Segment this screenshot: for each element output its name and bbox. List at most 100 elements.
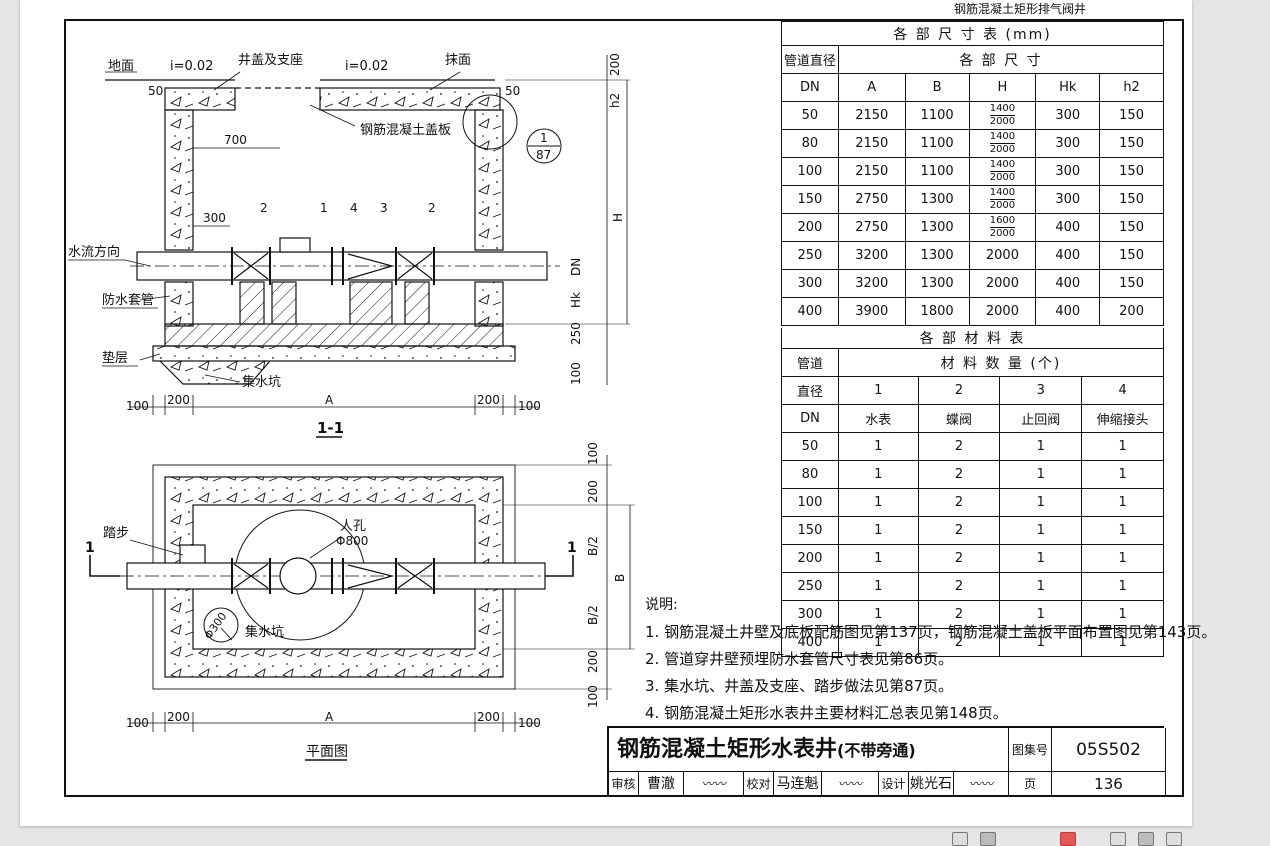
- mat-col-dn-2: 直径: [781, 376, 839, 405]
- dim-50-right: 50: [505, 84, 520, 98]
- dims-cell-b: 1300: [904, 269, 970, 298]
- plan-dim-b2-bot: B/2: [586, 605, 600, 625]
- dims-cell-h2: 150: [1099, 157, 1164, 186]
- dims-cell-b: 1300: [904, 241, 970, 270]
- dims-cell-hk: 300: [1035, 185, 1101, 214]
- review-label: 审核: [609, 772, 639, 797]
- dims-cell-a: 2750: [837, 185, 906, 214]
- plan-label: 平面图: [306, 744, 348, 760]
- notes-title: 说明:: [645, 597, 678, 613]
- dims-sizes-header: 各 部 尺 寸: [837, 45, 1165, 74]
- plan-dim-200-l: 200: [167, 710, 190, 724]
- note-item: 2. 管道穿井壁预埋防水套管尺寸表见第86页。: [645, 650, 954, 668]
- mat-item-no-3: 3: [999, 376, 1083, 405]
- toolbar-double-page-icon[interactable]: [1138, 832, 1154, 846]
- part-2-left: 2: [260, 201, 268, 215]
- page-no: 136: [1052, 772, 1166, 797]
- mat-cell-qty: 2: [917, 600, 1001, 629]
- section-texts: 地面 i=0.02 井盖及支座 i=0.02 抹面 50 50 钢筋混凝土盖板 …: [68, 53, 625, 437]
- drawing-title-name: 钢筋混凝土矩形水表井: [617, 737, 838, 762]
- plan-dim-100-l: 100: [126, 716, 149, 730]
- material-table-title: 各 部 材 料 表: [781, 328, 1164, 349]
- dim-200-l: 200: [167, 393, 190, 407]
- dims-cell-dn: 250: [781, 241, 839, 270]
- mat-cell-qty: 1: [837, 544, 919, 573]
- atlas-label: 图集号: [1009, 728, 1052, 772]
- mat-cell-qty: 1: [837, 628, 919, 657]
- part-3: 3: [380, 201, 388, 215]
- dims-col-h: H: [968, 73, 1037, 102]
- dims-cell-h2: 150: [1099, 101, 1164, 130]
- title-block: 钢筋混凝土矩形水表井(不带旁通) 图集号 05S502 审核 曹澈 〰〰 校对 …: [607, 726, 1166, 797]
- dims-cell-h2: 150: [1099, 129, 1164, 158]
- mat-cell-qty: 2: [917, 488, 1001, 517]
- label-sleeve: 防水套管: [102, 292, 154, 308]
- dims-cell-a: 3200: [837, 269, 906, 298]
- mat-item-no-4: 4: [1081, 376, 1164, 405]
- mat-cell-qty: 1: [999, 488, 1083, 517]
- dims-cell-hk: 300: [1035, 101, 1101, 130]
- dims-cell-hk: 400: [1035, 241, 1101, 270]
- reviewer-signature: 〰〰: [684, 772, 744, 797]
- dims-cell-hk: 400: [1035, 269, 1101, 298]
- toolbar-single-page-icon[interactable]: [1110, 832, 1126, 846]
- mat-cell-qty: 2: [917, 516, 1001, 545]
- mat-cell-qty: 1: [837, 488, 919, 517]
- note-item: 1. 钢筋混凝土井壁及底板配筋图见第137页，钢筋混凝土盖板平面布置图见第143…: [645, 623, 1217, 641]
- dim-DN: DN: [569, 258, 583, 276]
- dims-cell-h: 2000: [968, 269, 1037, 298]
- plan-dim-B: B: [613, 574, 627, 582]
- dims-cell-dn: 300: [781, 269, 839, 298]
- dims-cell-a: 2150: [837, 157, 906, 186]
- dim-100-l: 100: [126, 399, 149, 413]
- mat-col-dn-3: DN: [781, 404, 839, 433]
- mat-cell-qty: 1: [837, 432, 919, 461]
- toolbar-page-icon[interactable]: [952, 832, 968, 846]
- label-manhole: 人孔: [340, 519, 366, 534]
- check-label: 校对: [744, 772, 774, 797]
- mat-item-name-1: 水表: [837, 404, 919, 433]
- dims-cell-hk: 300: [1035, 129, 1101, 158]
- dims-cell-hk: 400: [1035, 297, 1101, 326]
- mat-cell-qty: 1: [999, 544, 1083, 573]
- mat-cell-qty: 1: [1081, 432, 1164, 461]
- toolbar-scroll-icon[interactable]: [1166, 832, 1182, 846]
- dims-cell-dn: 80: [781, 129, 839, 158]
- dims-cell-dn: 100: [781, 157, 839, 186]
- dims-table: 各 部 尺 寸 表 (mm) 管道直径 各 部 尺 寸 DN A B H Hk …: [781, 21, 1165, 326]
- toolbar-flag-icon[interactable]: [1060, 832, 1076, 846]
- dims-cell-h2: 150: [1099, 241, 1164, 270]
- label-plan-sump: 集水坑: [245, 624, 284, 640]
- toolbar-view-icon[interactable]: [980, 832, 996, 846]
- plan-dim-100-top: 100: [586, 442, 600, 465]
- callout-num: 1: [540, 131, 548, 145]
- dims-cell-b: 1300: [904, 213, 970, 242]
- label-cushion: 垫层: [102, 350, 128, 366]
- label-plaster: 抹面: [445, 53, 471, 68]
- mat-item-no-2: 2: [917, 376, 1001, 405]
- dim-200-top: 200: [608, 53, 622, 76]
- sheet-header-title: 钢筋混凝土矩形排气阀井: [953, 2, 1086, 16]
- dim-700: 700: [224, 133, 247, 147]
- mat-cell-qty: 1: [1081, 572, 1164, 601]
- mat-cell-qty: 1: [1081, 516, 1164, 545]
- mat-cell-qty: 1: [837, 516, 919, 545]
- dim-50-left: 50: [148, 84, 163, 98]
- viewer-status-bar: [0, 830, 1270, 846]
- mat-cell-dn: 150: [781, 516, 839, 545]
- label-slope-left: i=0.02: [170, 59, 213, 74]
- dim-Hk: Hk: [569, 292, 583, 308]
- designer-signature: 〰〰: [954, 772, 1009, 797]
